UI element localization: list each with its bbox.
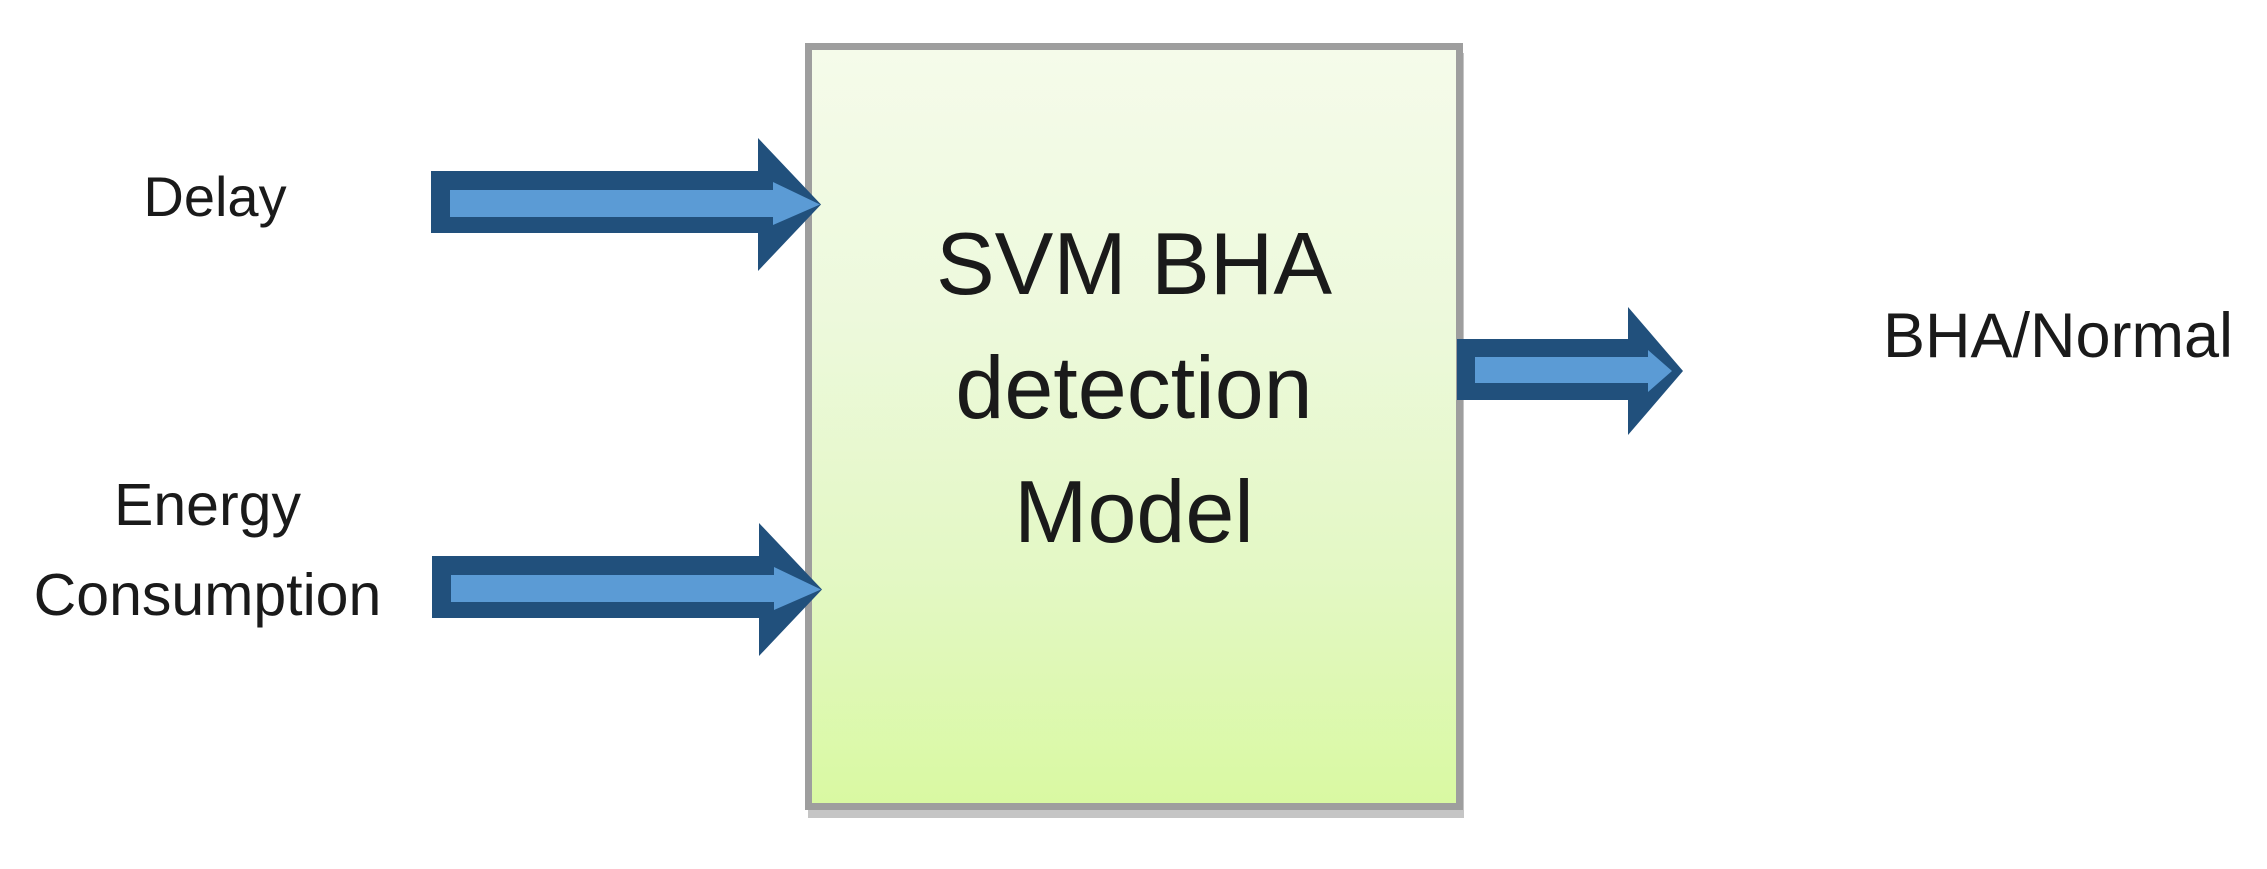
input-label-delay: Delay: [143, 165, 287, 228]
svm-model-box-line2: detection: [955, 338, 1313, 437]
delay-input-arrow-right-icon: [431, 138, 821, 271]
input-label-energy-consumption: Energy Consumption: [0, 460, 415, 640]
svm-model-box-label: SVM BHA detection Model: [812, 202, 1456, 574]
output-label-bha-normal: BHA/Normal: [1882, 301, 2234, 371]
svm-model-box-line3: Model: [1014, 462, 1254, 561]
output-arrow-right-icon: [1457, 307, 1683, 435]
svm-model-box-line1: SVM BHA: [935, 214, 1333, 313]
svm-model-box: SVM BHA detection Model: [805, 43, 1463, 810]
input-label-energy-line2: Consumption: [33, 562, 382, 628]
input-label-energy-line1: Energy: [114, 472, 301, 538]
energy-input-arrow-right-icon: [432, 523, 822, 656]
